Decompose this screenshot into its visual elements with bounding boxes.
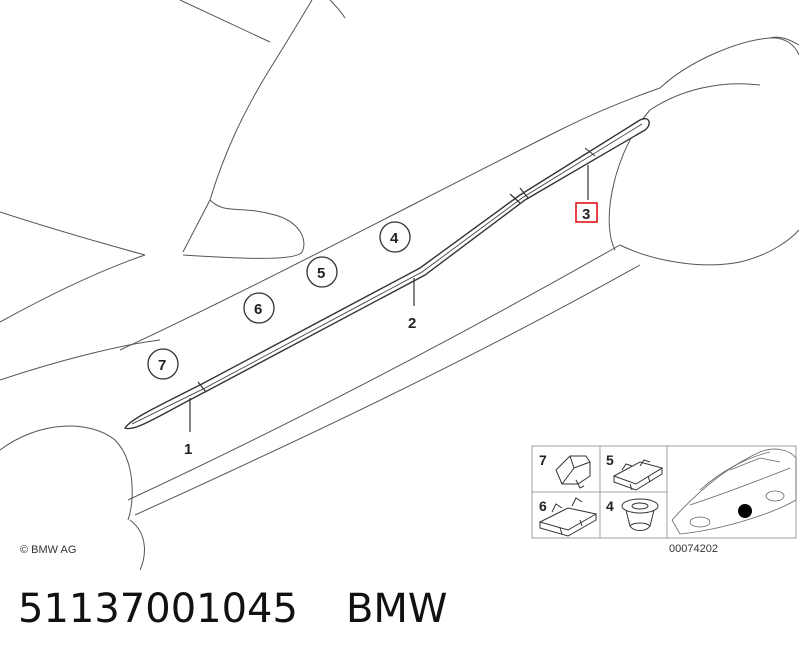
callout-6: 6 [243, 292, 275, 324]
part-caption: 51137001045 BMW [18, 586, 447, 632]
diagram-number: 00074202 [669, 543, 718, 555]
inset-car-drawing [671, 448, 797, 535]
car-body-outline [0, 0, 799, 570]
location-marker [738, 504, 752, 518]
copyright-text: © BMW AG [20, 544, 76, 556]
part-label-2: 2 [408, 315, 416, 332]
part-label-3[interactable]: 3 [582, 206, 590, 223]
callout-4: 4 [379, 221, 411, 253]
grommet-4-drawing [621, 498, 659, 531]
part-number: 51137001045 [18, 586, 298, 632]
leader-lines [189, 165, 589, 432]
exploded-parts-diagram: 1 2 3 4 5 6 7 © BMW AG 7 5 6 4 [0, 0, 799, 570]
callout-7-label: 7 [158, 357, 166, 374]
part-3-highlight-box [575, 202, 598, 223]
callout-5-label: 5 [317, 265, 325, 282]
brand-name: BMW [345, 586, 448, 632]
inset-label-4: 4 [606, 498, 614, 514]
callout-6-label: 6 [254, 301, 262, 318]
inset-label-6: 6 [539, 498, 547, 514]
side-moulding-strip [123, 118, 650, 430]
inset-label-7: 7 [539, 452, 547, 468]
inset-panel: 7 5 6 4 [531, 445, 797, 539]
part-label-1: 1 [184, 441, 192, 458]
callout-4-label: 4 [390, 230, 399, 247]
callout-5: 5 [306, 256, 338, 288]
clip-5-drawing [612, 459, 664, 491]
callout-7: 7 [147, 348, 179, 380]
clip-7-drawing [555, 455, 591, 489]
inset-label-5: 5 [606, 452, 614, 468]
clip-6-drawing [538, 497, 598, 537]
